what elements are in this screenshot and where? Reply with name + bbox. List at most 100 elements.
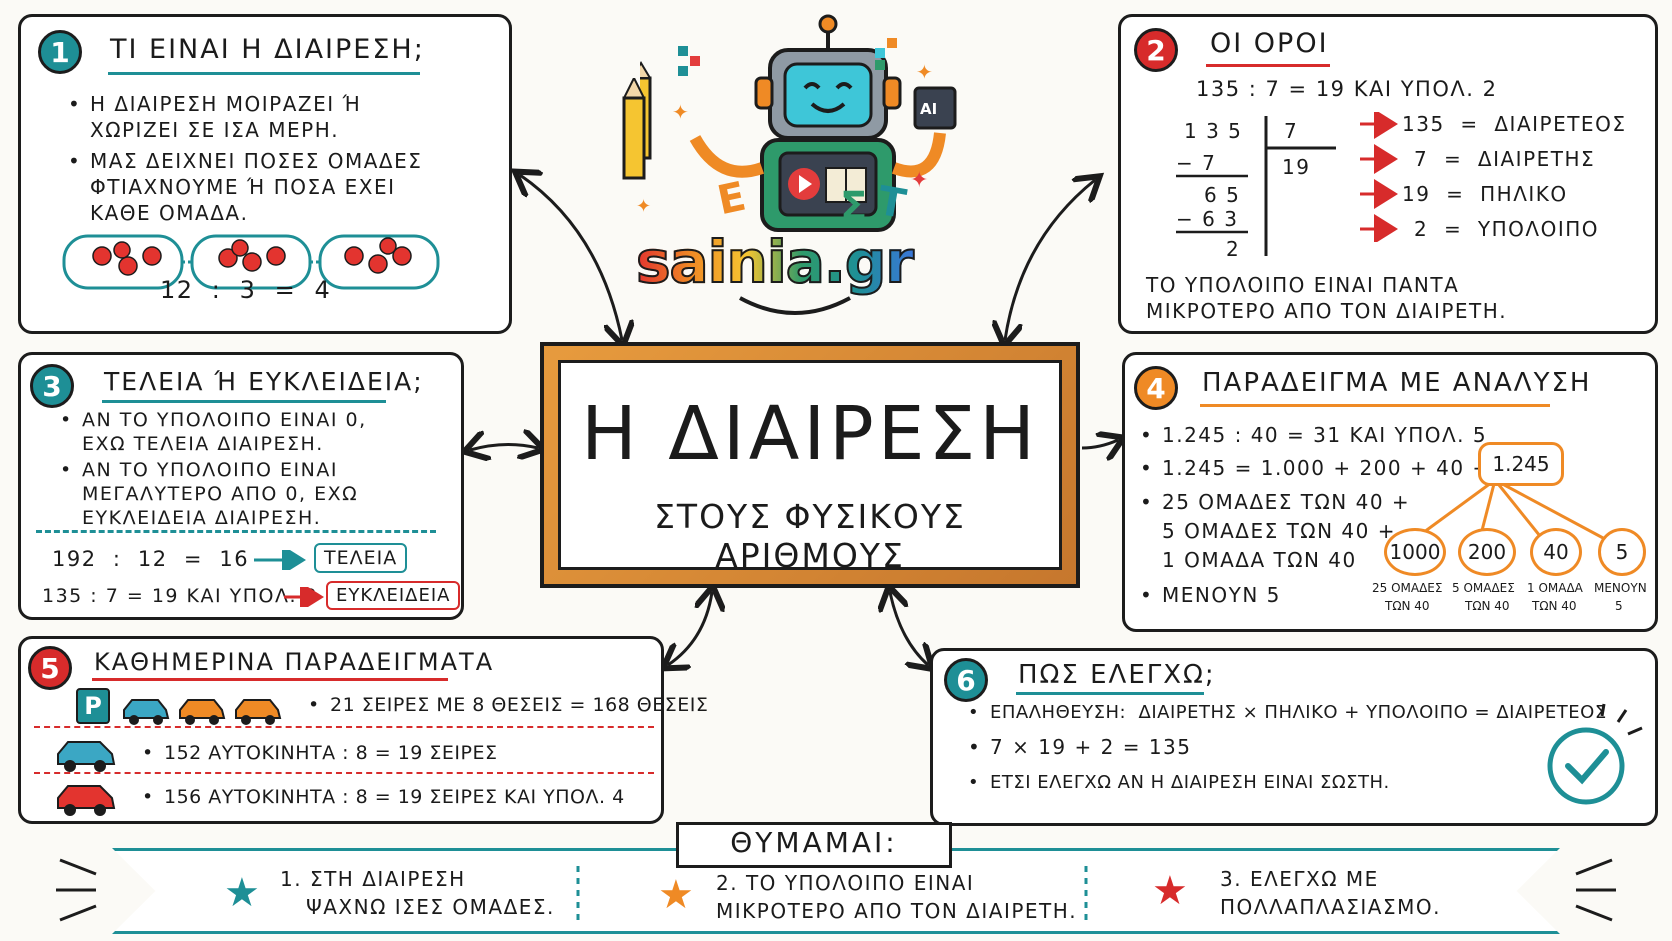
star-icon-red: ★: [1152, 868, 1188, 914]
box4-bullet2: 1.245 = 1.000 + 200 + 40 + 5: [1140, 455, 1513, 481]
term-quotient: 19 = ΠΗΛΙΚΟ: [1402, 182, 1568, 206]
car-icon-teal: [57, 741, 116, 772]
box6-bullet1: ΕΠΑΛΗΘΕΥΣΗ: ΔΙΑΙΡΕΤΗΣ × ΠΗΛΙΚΟ + ΥΠΟΛΟΙΠ…: [968, 700, 1607, 726]
box5-divider-2: [34, 772, 654, 774]
center-title-box: Η ΔΙΑΙΡΕΣΗ ΣΤΟΥΣ ΦΥΣΙΚΟΥΣ ΑΡΙΘΜΟΥΣ: [540, 342, 1080, 588]
section-number-1: 1: [38, 30, 82, 74]
box3-example-1: 192 : 12 = 16: [52, 547, 250, 571]
tree-caption-2b: ΤΩΝ 40: [1465, 599, 1510, 613]
box2-note-1: ΤΟ ΥΠΟΛΟΙΠΟ ΕΙΝΑΙ ΠΑΝΤΑ: [1146, 273, 1460, 297]
tree-leaf-5: 5: [1598, 528, 1646, 576]
section-number-2: 2: [1134, 28, 1178, 72]
box-terms: [1118, 14, 1658, 334]
remember-tip2-a: 2. ΤΟ ΥΠΟΛΟΙΠΟ ΕΙΝΑΙ: [716, 871, 975, 895]
apple-groups-illustration: [62, 234, 440, 290]
box5-title: ΚΑΘΗΜΕΡΙΝΑ ΠΑΡΑΔΕΙΓΜΑΤΑ: [94, 648, 495, 676]
box3-bullet1-a: ΑΝ ΤΟ ΥΠΟΛΟΙΠΟ ΕΙΝΑΙ 0,: [60, 408, 367, 432]
pencil-icon: [622, 78, 646, 180]
box5-row1: 21 ΣΕΙΡΕΣ ΜΕ 8 ΘΕΣΕΙΣ = 168 ΘΕΣΕΙΣ: [308, 692, 708, 718]
center-subtitle: ΣΤΟΥΣ ΦΥΣΙΚΟΥΣ ΑΡΙΘΜΟΥΣ: [654, 497, 966, 575]
tree-caption-3b: ΤΩΝ 40: [1532, 599, 1577, 613]
box4-bullet3-c: 1 ΟΜΑΔΑ ΤΩΝ 40: [1162, 548, 1357, 572]
checkmark-icon: [1547, 703, 1643, 805]
box3-bullet1-b: ΕΧΩ ΤΕΛΕΙΑ ΔΙΑΙΡΕΣΗ.: [82, 433, 324, 455]
logo-brand-text: sainia.gr: [635, 227, 915, 297]
sparkle-icon: ✦: [916, 60, 933, 84]
tree-caption-2a: 5 ΟΜΑΔΕΣ: [1452, 581, 1515, 595]
star-icon-teal: ★: [224, 870, 260, 916]
box2-title: ΟΙ ΟΡΟΙ: [1210, 28, 1329, 59]
box4-bullet3-a: 25 ΟΜΑΔΕΣ ΤΩΝ 40 +: [1140, 489, 1410, 515]
box5-divider-1: [34, 726, 654, 728]
box3-bullet2-c: ΕΥΚΛΕΙΔΕΙΑ ΔΙΑΙΡΕΣΗ.: [82, 507, 322, 529]
car-icon-teal: [123, 699, 170, 725]
tree-leaf-40: 40: [1530, 528, 1582, 576]
arrow-red: [284, 587, 324, 607]
box4-bullet4: ΜΕΝΟΥΝ 5: [1140, 582, 1281, 608]
logo-letter-s: Σ: [840, 184, 868, 230]
box2-note-2: ΜΙΚΡΟΤΕΡΟ ΑΠΟ ΤΟΝ ΔΙΑΙΡΕΤΗ.: [1146, 299, 1508, 323]
box-perfect-or-euclidean: [18, 352, 464, 620]
sparkle-icon: ✦: [672, 100, 689, 124]
section-number-6: 6: [944, 658, 988, 702]
box1-bullet1-a: Η ΔΙΑΙΡΕΣΗ ΜΟΙΡΑΖΕΙ Ή: [68, 91, 361, 117]
tree-caption-3a: 1 ΟΜΑΔΑ: [1527, 581, 1583, 595]
box1-bullet2-c: ΚΑΘΕ ΟΜΑΔΑ.: [90, 201, 249, 225]
long-division-lines: [1176, 116, 1336, 256]
box6-bullet3: ΕΤΣΙ ΕΛΕΓΧΩ ΑΝ Η ΔΙΑΙΡΕΣΗ ΕΙΝΑΙ ΣΩΣΤΗ.: [968, 770, 1390, 796]
term-divisor: 7 = ΔΙΑΙΡΕΤΗΣ: [1414, 147, 1596, 171]
car-icon-orange: [179, 699, 226, 725]
arrow-to-box4: [1081, 440, 1118, 448]
division-quotient: 19: [1282, 155, 1311, 179]
box3-bullet2-a: ΑΝ ΤΟ ΥΠΟΛΟΙΠΟ ΕΙΝΑΙ: [60, 458, 338, 482]
box3-bullet2-b: ΜΕΓΑΛΥΤΕΡΟ ΑΠΟ 0, ΕΧΩ: [82, 483, 359, 505]
division-sub2: − 6 3: [1176, 207, 1239, 231]
term-remainder: 2 = ΥΠΟΛΟΙΠΟ: [1414, 217, 1600, 241]
box4-underline: [1200, 404, 1550, 407]
section-number-3: 3: [30, 364, 74, 408]
box3-divider: [36, 530, 436, 533]
logo: AI Ε Σ Τ sainia.gr ✦ ✦ ✦ ✦: [622, 8, 1000, 338]
section-number-5: 5: [28, 646, 72, 690]
arrow-to-box1: [520, 175, 622, 340]
division-mid: 6 5: [1204, 183, 1241, 207]
box1-bullet1-b: ΧΩΡΙΖΕΙ ΣΕ ΙΣΑ ΜΕΡΗ.: [90, 118, 340, 142]
box4-bullet3-b: 5 ΟΜΑΔΕΣ ΤΩΝ 40 +: [1162, 519, 1396, 543]
parking-sign-icon: P: [76, 688, 110, 724]
section-number-4: 4: [1134, 366, 1178, 410]
box4-title: ΠΑΡΑΔΕΙΓΜΑ ΜΕ ΑΝΑΛΥΣΗ: [1202, 368, 1592, 398]
box1-bullet2-b: ΦΤΙΑΧΝΟΥΜΕ Ή ΠΟΣΑ ΕΧΕΙ: [90, 175, 396, 199]
box3-title: ΤΕΛΕΙΑ Ή ΕΥΚΛΕΙΔΕΙΑ;: [104, 367, 424, 396]
remember-tip3-a: 3. ΕΛΕΓΧΩ ΜΕ: [1220, 867, 1379, 891]
car-icon-orange: [235, 699, 282, 725]
tree-leaf-1000: 1000: [1384, 528, 1446, 576]
tag-perfect: ΤΕΛΕΙΑ: [314, 543, 408, 573]
box1-equation: 12 : 3 = 4: [160, 276, 332, 304]
box6-title: ΠΩΣ ΕΛΕΓΧΩ;: [1018, 660, 1216, 690]
box5-row3: 156 ΑΥΤΟΚΙΝΗΤΑ : 8 = 19 ΣΕΙΡΕΣ ΚΑΙ ΥΠΟΛ.…: [142, 784, 625, 810]
division-divisor: 7: [1284, 119, 1299, 143]
tree-caption-4a: ΜΕΝΟΥΝ: [1594, 581, 1647, 595]
box5-underline: [92, 678, 448, 681]
box3-underline: [102, 400, 386, 403]
arrow-to-box6: [890, 592, 928, 665]
sparkle-icon: ✦: [910, 168, 929, 193]
box1-bullet2-a: ΜΑΣ ΔΕΙΧΝΕΙ ΠΟΣΕΣ ΟΜΑΔΕΣ: [68, 148, 422, 174]
term-arrows: [1360, 112, 1398, 242]
remember-tip2-b: ΜΙΚΡΟΤΕΡΟ ΑΠΟ ΤΟΝ ΔΙΑΙΡΕΤΗ.: [716, 899, 1078, 923]
remember-tip1-a: 1. ΣΤΗ ΔΙΑΙΡΕΣΗ: [280, 867, 466, 891]
division-remainder: 2: [1226, 237, 1241, 261]
box2-underline: [1206, 64, 1330, 67]
tree-leaf-200: 200: [1458, 528, 1516, 576]
remember-tip3-b: ΠΟΛΛΑΠΛΑΣΙΑΣΜΟ.: [1220, 895, 1441, 919]
remember-title-ribbon: [676, 822, 952, 868]
arrow-to-box2: [1005, 180, 1095, 340]
center-title: Η ΔΙΑΙΡΕΣΗ: [581, 391, 1039, 477]
box1-underline: [108, 72, 420, 75]
box5-row2: 152 ΑΥΤΟΚΙΝΗΤΑ : 8 = 19 ΣΕΙΡΕΣ: [142, 740, 498, 766]
tree-caption-1b: ΤΩΝ 40: [1385, 599, 1430, 613]
remember-tip1-b: ΨΑΧΝΩ ΙΣΕΣ ΟΜΑΔΕΣ.: [306, 895, 555, 919]
ai-badge: AI: [920, 100, 938, 118]
tree-caption-4b: 5: [1615, 599, 1623, 613]
